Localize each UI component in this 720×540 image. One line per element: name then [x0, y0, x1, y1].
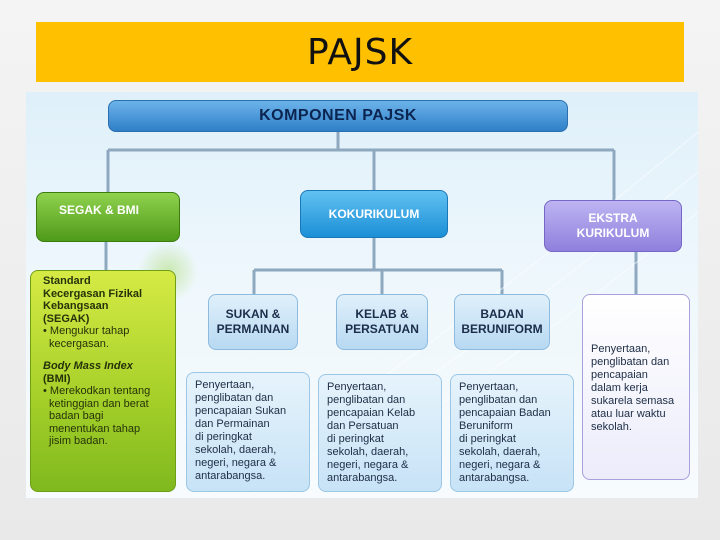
desc-line: Beruniform: [459, 420, 513, 432]
segak-title-line: (SEGAK): [43, 312, 90, 325]
node-kokurikulum: KOKURIKULUM: [300, 190, 448, 238]
desc-line: sekolah.: [591, 421, 632, 433]
desc-line: Penyertaan,: [195, 379, 255, 391]
desc-line: penglibatan dan: [327, 394, 406, 406]
desc-line: di peringkat: [195, 431, 252, 443]
bmi-bullet-line: badan bagi: [49, 410, 104, 422]
slide-title: PAJSK: [306, 31, 414, 73]
desc-line: dan Permainan: [195, 418, 270, 430]
sub-line: PERSATUAN: [345, 322, 419, 336]
sub-line: PERMAINAN: [216, 322, 290, 336]
desc-line: dalam kerja: [591, 382, 648, 394]
desc-line: penglibatan dan: [459, 394, 538, 406]
desc-line: sekolah, daerah,: [195, 444, 277, 456]
node-badan-beruniform: BADAN BERUNIFORM: [454, 294, 550, 350]
desc-line: Penyertaan,: [327, 381, 387, 393]
desc-line: pencapaian Kelab: [327, 407, 416, 419]
title-bar: PAJSK: [36, 22, 684, 82]
desc-line: sekolah, daerah,: [459, 446, 541, 458]
segak-title-line: Standard: [43, 275, 91, 287]
segak-bullet-line: • Mengukur tahap: [43, 325, 130, 337]
segak-title-line: Kecergasan Fizikal: [43, 287, 143, 300]
bmi-title-line: (BMI): [43, 372, 71, 385]
ekstra-line-2: KURIKULUM: [576, 226, 650, 240]
desc-line: negeri, negara &: [327, 459, 409, 471]
sub-line: BERUNIFORM: [461, 322, 543, 336]
sub-line: SUKAN &: [225, 307, 281, 321]
desc-kelab-persatuan: Penyertaan, penglibatan dan pencapaian K…: [318, 374, 442, 492]
desc-line: sekolah, daerah,: [327, 446, 409, 458]
desc-badan-beruniform: Penyertaan, penglibatan dan pencapaian B…: [450, 374, 574, 492]
desc-line: negeri, negara &: [459, 459, 541, 471]
pajsk-diagram: KOMPONEN PAJSK SEGAK & BMI KOKURIKULUM E…: [26, 92, 698, 498]
spacer: [43, 350, 171, 360]
desc-line: penglibatan dan: [195, 392, 274, 404]
desc-line: negeri, negara &: [195, 457, 277, 469]
bmi-bullet-line: jisim badan.: [49, 435, 108, 447]
bmi-bullet-line: ketinggian dan berat: [49, 397, 149, 410]
desc-line: pencapaian: [591, 369, 648, 381]
segak-title-line: Kebangsaan: [43, 300, 109, 312]
desc-line: pencapaian Badan: [459, 407, 551, 419]
node-sukan-permainan: SUKAN & PERMAINAN: [208, 294, 298, 350]
desc-line: di peringkat: [459, 433, 516, 445]
desc-sukan-permainan: Penyertaan, penglibatan dan pencapaian S…: [186, 372, 310, 492]
desc-line: atau luar waktu: [591, 408, 666, 420]
ekstra-line-1: EKSTRA: [588, 211, 638, 225]
desc-line: Penyertaan,: [459, 381, 519, 393]
desc-line: sukarela semasa: [591, 395, 675, 407]
node-kelab-persatuan: KELAB & PERSATUAN: [336, 294, 428, 350]
desc-line: antarabangsa.: [327, 472, 398, 484]
sub-line: KELAB &: [355, 307, 409, 321]
desc-line: antarabangsa.: [459, 472, 530, 484]
bmi-title-line: Body Mass Index: [43, 360, 133, 372]
sub-line: BADAN: [480, 307, 524, 321]
segak-bmi-panel: Standard Kecergasan Fizikal Kebangsaan (…: [30, 270, 176, 492]
desc-ekstra-kurikulum: Penyertaan, penglibatan dan pencapaian d…: [582, 294, 690, 480]
node-segak-bmi: SEGAK & BMI: [36, 192, 180, 242]
node-ekstra-kurikulum: EKSTRA KURIKULUM: [544, 200, 682, 252]
desc-line: antarabangsa.: [195, 470, 266, 482]
desc-line: dan Persatuan: [327, 420, 399, 432]
desc-line: Penyertaan,: [591, 343, 651, 355]
node-komponen-pajsk: KOMPONEN PAJSK: [108, 100, 568, 132]
desc-line: pencapaian Sukan: [195, 405, 287, 417]
bmi-bullet-line: menentukan tahap: [49, 422, 141, 435]
segak-bullet-line: kecergasan.: [49, 337, 109, 350]
desc-line: di peringkat: [327, 433, 384, 445]
bmi-bullet-line: • Merekodkan tentang: [43, 385, 151, 397]
desc-line: penglibatan dan: [591, 356, 670, 368]
